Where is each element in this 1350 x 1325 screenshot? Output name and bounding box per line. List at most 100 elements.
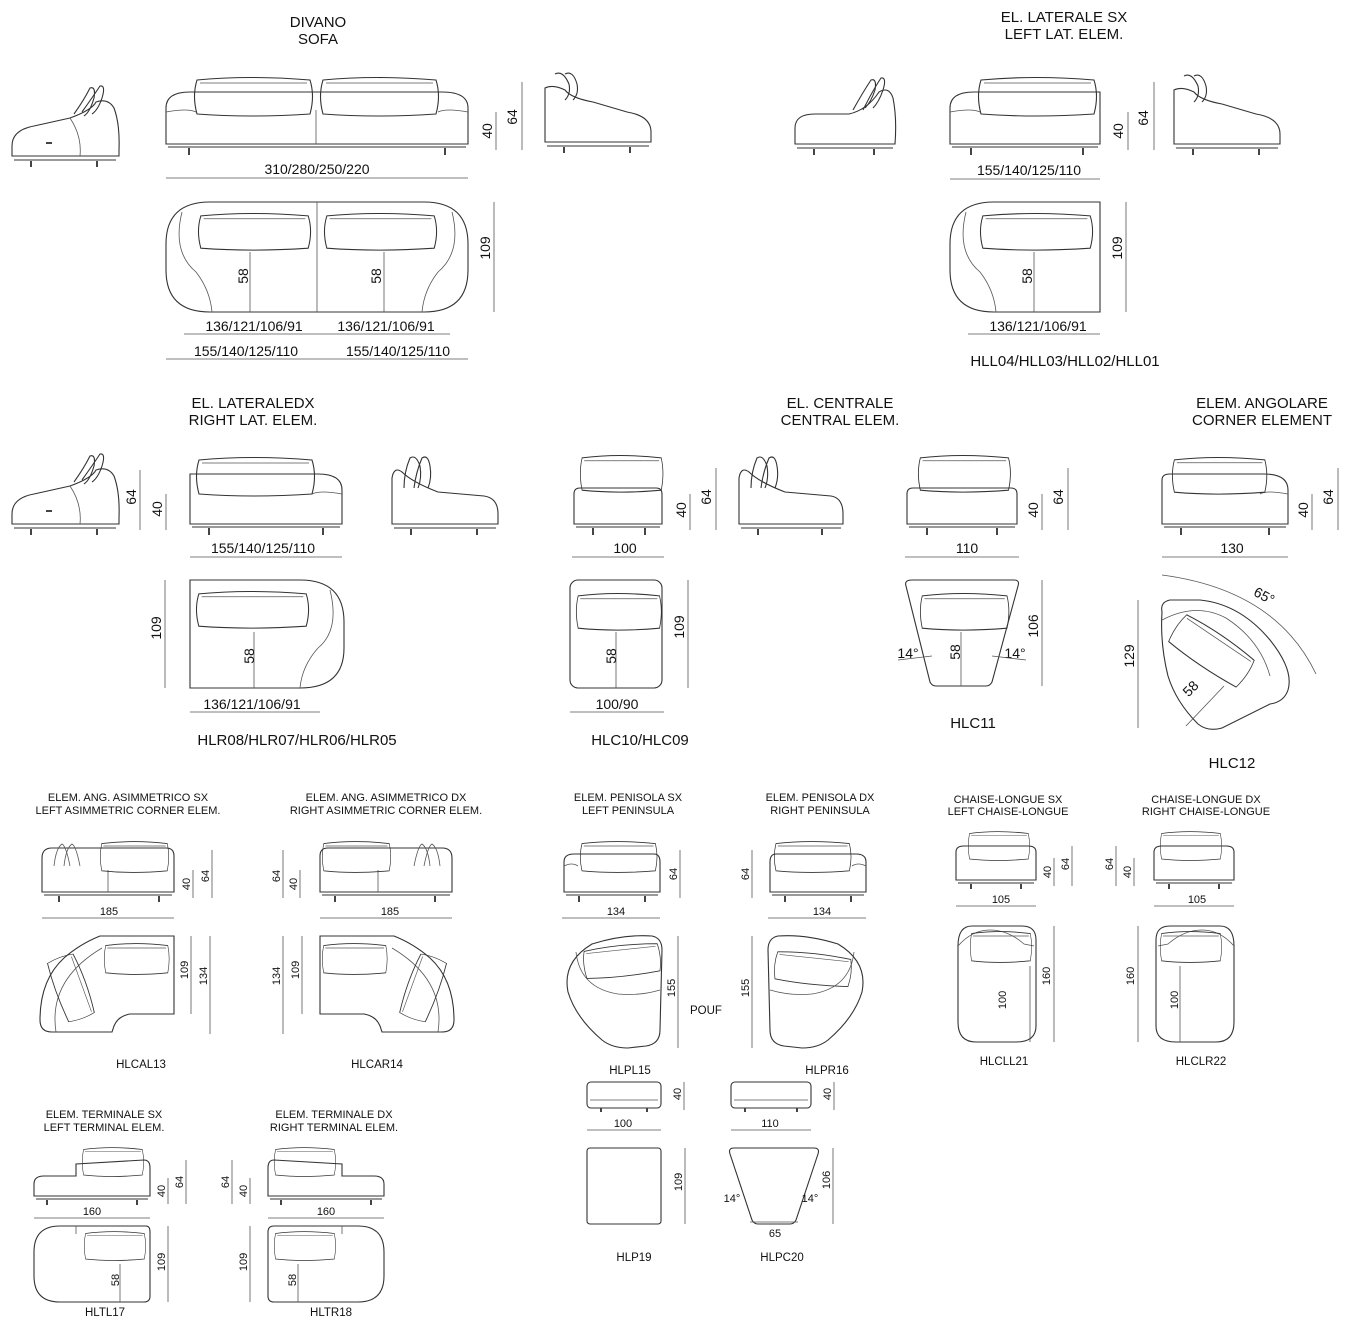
- plan-view: 58 58 109 136/121/106/91 136/121/106/91 …: [165, 201, 495, 360]
- plan-view: 100 160: [957, 925, 1055, 1043]
- cushion-icon: [579, 841, 658, 873]
- dim-total-h: 64: [1320, 489, 1336, 505]
- product-code: HLPC20: [760, 1252, 803, 1264]
- foot-icon: [926, 528, 928, 535]
- foot-icon: [850, 896, 852, 902]
- foot-icon: [644, 528, 646, 535]
- dim-width: 105: [992, 894, 1010, 906]
- dim-depth: 109: [673, 1173, 685, 1191]
- dim-width: 130: [1220, 540, 1244, 556]
- title-en: LEFT TERMINAL ELEM.: [44, 1122, 165, 1134]
- foot-icon: [744, 1108, 746, 1112]
- dim-seat-h: 40: [1122, 866, 1134, 878]
- dim-width: 160: [83, 1206, 101, 1218]
- dim-depth: 109: [238, 1253, 250, 1271]
- product-code: HLC12: [1209, 755, 1256, 772]
- section-term-dx: ELEM. TERMINALE DX RIGHT TERMINAL ELEM. …: [220, 1109, 398, 1319]
- cushion-icon: [103, 943, 170, 975]
- plan-view: 58 109: [33, 1225, 169, 1303]
- product-code: HLC11: [950, 715, 996, 732]
- section-pen-sx: ELEM. PENISOLA SX LEFT PENINSULA 134 64 …: [562, 792, 683, 1077]
- section-chaise-sx: CHAISE-LONGUE SX LEFT CHAISE-LONGUE 105 …: [948, 794, 1073, 1068]
- dim-width: 100: [613, 540, 637, 556]
- foot-icon: [370, 1200, 372, 1205]
- dim-width: 110: [956, 540, 979, 556]
- foot-icon: [280, 1200, 282, 1205]
- dim-seat-depth: 58: [287, 1274, 299, 1286]
- product-code: HLCAR14: [351, 1059, 403, 1071]
- dim-total-h: 64: [504, 109, 520, 125]
- foot-icon: [784, 896, 786, 902]
- plan-view: 58 109: [238, 1225, 385, 1303]
- foot-icon: [136, 1200, 138, 1205]
- foot-icon: [434, 896, 436, 902]
- dim-depth: 106: [1025, 614, 1041, 638]
- foot-icon: [58, 896, 60, 902]
- foot-icon: [1218, 884, 1220, 889]
- dim-plan-w: 100/90: [596, 696, 639, 712]
- pouf-front-b: 110 40: [730, 1081, 835, 1131]
- section-asym-sx: ELEM. ANG. ASIMMETRICO SX LEFT ASIMMETRI…: [36, 792, 221, 1071]
- cushion-icon: [197, 213, 312, 251]
- product-code: HLP19: [616, 1252, 651, 1264]
- title-it: ELEM. TERMINALE DX: [275, 1109, 393, 1121]
- cushion-icon: [99, 841, 170, 873]
- title-en: LEFT ASIMMETRIC CORNER ELEM.: [36, 805, 221, 817]
- cushion-icon: [273, 1231, 337, 1261]
- dim-seat-depth: 58: [368, 268, 384, 284]
- dim-total-h: 64: [1135, 110, 1151, 126]
- dim-height: 40: [822, 1088, 834, 1100]
- cushion-icon: [1165, 611, 1258, 691]
- pouf-plan-a: 109: [586, 1147, 686, 1225]
- dim-total-h: 64: [668, 868, 680, 880]
- dim-depth-b: 134: [198, 967, 210, 985]
- side-view-left: [11, 85, 120, 168]
- plan-view: 134 109: [271, 935, 455, 1034]
- dim-depth: 109: [477, 236, 493, 260]
- dim-total-h: 64: [271, 870, 283, 882]
- side-view: [11, 453, 120, 536]
- plan-view: 58 109 136/121/106/91: [148, 579, 345, 713]
- dim-width: 100: [614, 1118, 632, 1130]
- product-code: HLC10/HLC09: [591, 732, 689, 749]
- dim-total-h: 64: [698, 489, 714, 505]
- cushion-icon: [396, 951, 449, 1025]
- foot-icon: [1168, 884, 1170, 889]
- title-en: SOFA: [298, 31, 338, 48]
- cushion-icon: [977, 76, 1098, 117]
- dim-seat-h: 40: [673, 502, 689, 518]
- dim-seat-depth: 58: [235, 268, 251, 284]
- front-view: 160 40 64: [33, 1147, 187, 1219]
- product-code: HLPL15: [609, 1065, 651, 1077]
- cushion-icon: [83, 1231, 147, 1261]
- dim-depth: 109: [671, 615, 687, 639]
- plan-view-a: 58 109 100/90: [569, 579, 689, 713]
- dim-width: 110: [761, 1118, 779, 1130]
- dim-depth: 160: [1041, 967, 1053, 985]
- dim-seat-h: 40: [1025, 502, 1041, 518]
- pouf-label: POUF: [690, 1005, 722, 1017]
- dim-depth: 155: [740, 979, 752, 997]
- dim-seat-h: 40: [156, 1185, 168, 1197]
- cushion-icon: [575, 593, 662, 631]
- cushion-icon: [193, 76, 314, 117]
- product-code: HLPR16: [805, 1065, 848, 1077]
- dim-seat-w: 136/121/106/91: [337, 318, 435, 334]
- product-code: HLTL17: [85, 1307, 125, 1319]
- title-it: ELEM. PENISOLA SX: [574, 792, 683, 804]
- dim-angle: 14°: [897, 645, 918, 661]
- dim-seat-h: 40: [1110, 123, 1126, 139]
- front-view: 105 40 64: [955, 831, 1073, 907]
- front-view: 155/140/125/110 64 40: [123, 456, 343, 558]
- title-en: RIGHT LAT. ELEM.: [189, 412, 318, 429]
- front-view: 310/280/250/220 40 64: [165, 76, 523, 179]
- foot-icon: [334, 896, 336, 902]
- dim-angle: 14°: [1004, 645, 1025, 661]
- cushion-icon: [979, 213, 1094, 251]
- pouf-front-a: 100 40: [586, 1081, 685, 1131]
- foot-icon: [970, 884, 972, 889]
- section-sofa: DIVANO SOFA 310/280/250/220 40 64 58 58 …: [11, 14, 652, 360]
- foot-icon: [208, 528, 210, 535]
- section-right-lat: EL. LATERALEDX RIGHT LAT. ELEM. 155/140/…: [11, 395, 499, 749]
